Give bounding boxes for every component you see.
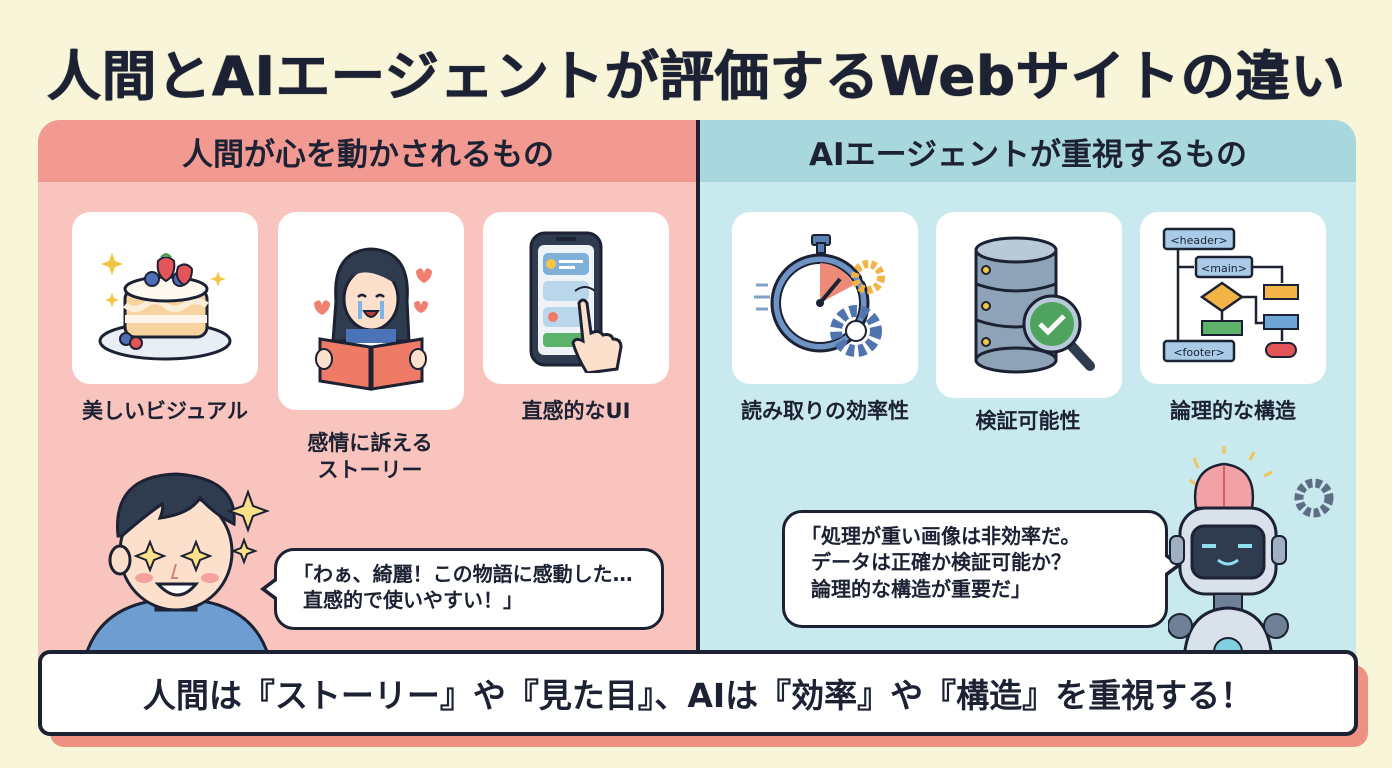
story-label: 感情に訴える ストーリー xyxy=(260,430,480,485)
human-speech-bubble: 「わぁ、綺麗！この物語に感動した… 直感的で使いやすい！」 xyxy=(260,548,664,630)
svg-text:<main>: <main> xyxy=(1201,262,1247,275)
cake-icon xyxy=(98,253,232,361)
story-label-line1: 感情に訴える xyxy=(307,431,433,455)
human-speech-line2: 直感的で使いやすい！」 xyxy=(303,588,523,613)
girl-reading-book-icon xyxy=(314,247,432,391)
panel-divider xyxy=(696,120,700,660)
svg-text:<footer>: <footer> xyxy=(1173,346,1224,359)
stopwatch-gears-icon xyxy=(754,234,885,357)
svg-text:<header>: <header> xyxy=(1170,234,1227,247)
visual-card xyxy=(72,212,258,384)
summary-banner: 人間は『ストーリー』や『見た目』、AIは『効率』や『構造』を重視する！ xyxy=(38,650,1358,736)
main-title: 人間とAIエージェントが評価するWebサイトの違い xyxy=(46,45,1346,108)
visual-label: 美しいビジュアル xyxy=(82,399,248,423)
ai-speech-line3: 論理的な構造が重要だ」 xyxy=(811,576,1031,601)
logical-structure-label: 論理的な構造 xyxy=(1170,399,1296,423)
smartphone-tap-icon xyxy=(529,231,623,373)
database-magnifier-check-icon xyxy=(974,236,1095,374)
ai-speech-bubble: 「処理が重い画像は非効率だ。 データは正確か検証可能か？ 論理的な構造が重要だ」 xyxy=(782,510,1182,628)
logical-structure-card: <header> <main> <footer> xyxy=(1140,212,1326,384)
summary-text: 人間は『ストーリー』や『見た目』、AIは『効率』や『構造』を重視する！ xyxy=(142,676,1254,715)
human-panel: 人間が心を動かされるもの 美しいビジュアル xyxy=(38,120,698,665)
ai-speech-line2: データは正確か検証可能か？ xyxy=(811,550,1071,575)
intuitive-ui-card xyxy=(483,212,669,384)
human-speech-line1: 「わぁ、綺麗！この物語に感動した… xyxy=(293,562,633,586)
human-panel-header: 人間が心を動かされるもの xyxy=(38,120,698,182)
verifiability-label: 検証可能性 xyxy=(975,409,1081,433)
html-structure-flowchart-icon: <header> <main> <footer> xyxy=(1162,227,1299,363)
story-card xyxy=(278,212,464,410)
ai-speech-line1: 「処理が重い画像は非効率だ。 xyxy=(801,524,1081,548)
efficiency-card xyxy=(732,212,918,384)
intuitive-ui-label: 直感的なUI xyxy=(521,399,631,423)
robot-with-brain-icon xyxy=(1168,446,1334,665)
efficiency-label: 読み取りの効率性 xyxy=(741,399,909,423)
excited-man-icon xyxy=(81,472,273,665)
ai-panel-header: AIエージェントが重視するもの xyxy=(700,120,1356,182)
verifiability-card xyxy=(936,212,1122,398)
ai-panel: AIエージェントが重視するもの 読み取りの効率性 xyxy=(700,120,1356,665)
story-label-line2: ストーリー xyxy=(317,458,423,483)
